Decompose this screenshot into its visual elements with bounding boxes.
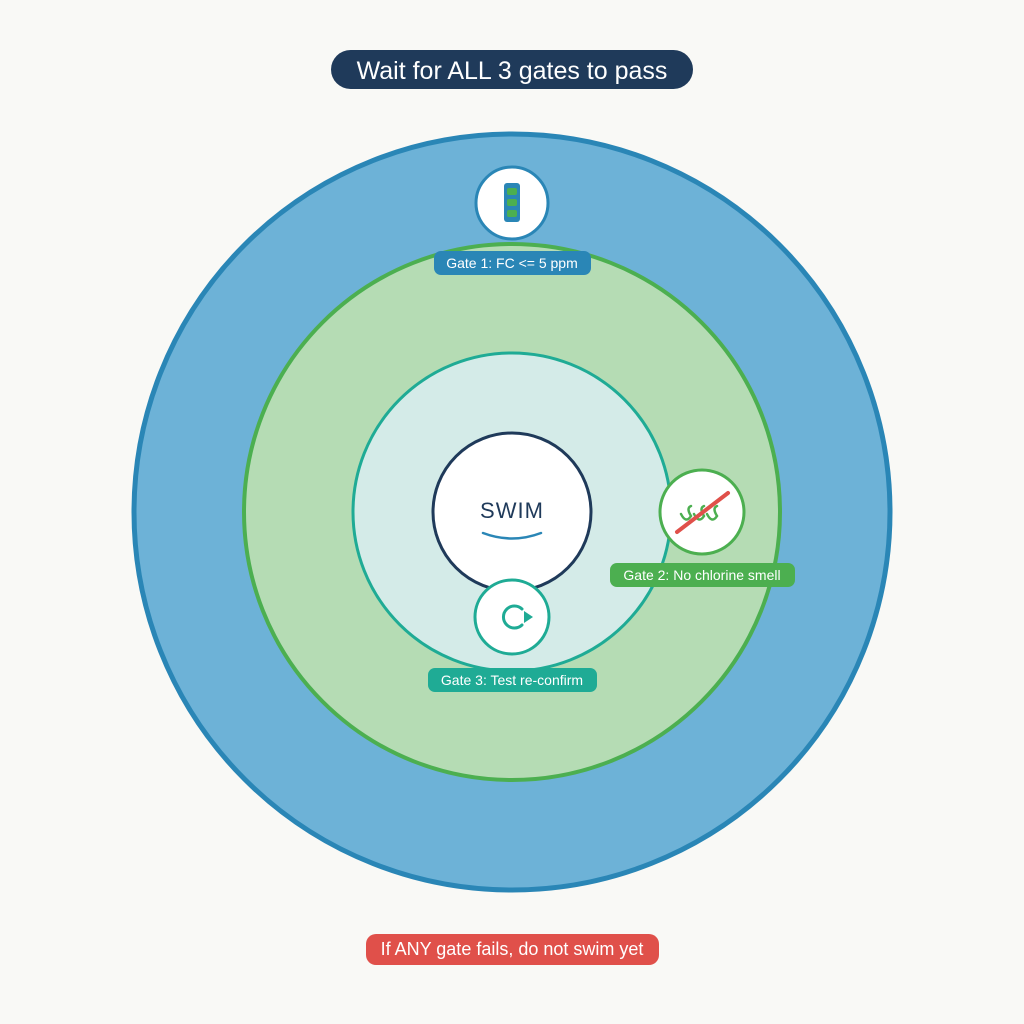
- gate-1-label: Gate 1: FC <= 5 ppm: [446, 255, 578, 271]
- warning-banner: If ANY gate fails, do not swim yet: [366, 934, 659, 965]
- gate-3-label: Gate 3: Test re-confirm: [441, 672, 583, 688]
- title-text: Wait for ALL 3 gates to pass: [357, 57, 668, 85]
- warning-text: If ANY gate fails, do not swim yet: [381, 939, 644, 959]
- swim-label: SWIM: [480, 498, 544, 523]
- gate-2-label-box: [610, 563, 795, 587]
- gate-3-badge: [473, 578, 551, 656]
- gate-2-marker: Gate 2: No chlorine smell: [610, 468, 795, 587]
- retest-icon: [502, 604, 533, 630]
- gate-1-label-box: [434, 251, 591, 275]
- gate-3-label-box: [428, 668, 597, 692]
- water-wave-icon: [481, 531, 543, 540]
- swim-center: SWIM: [431, 431, 593, 593]
- gate-2-label: Gate 2: No chlorine smell: [623, 567, 780, 583]
- gate-3-marker: Gate 3: Test re-confirm: [428, 578, 597, 692]
- title-pill: [331, 50, 693, 89]
- test-strip-icon: [504, 183, 520, 222]
- warning-pill: [366, 934, 659, 965]
- gate-1-marker: Gate 1: FC <= 5 ppm: [434, 165, 591, 275]
- no-smell-icon: [675, 491, 730, 534]
- title-banner: Wait for ALL 3 gates to pass: [331, 50, 693, 89]
